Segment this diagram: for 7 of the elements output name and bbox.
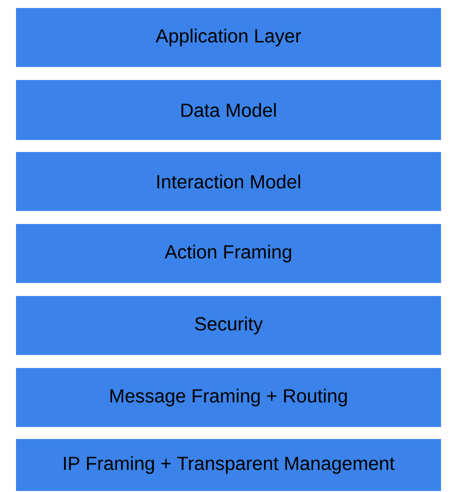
layer-box: Data Model: [16, 80, 441, 140]
layer-box: Application Layer: [16, 8, 441, 67]
layer-box: Action Framing: [16, 224, 441, 283]
layer-box: IP Framing + Transparent Management: [16, 439, 441, 491]
layer-box: Security: [16, 296, 441, 355]
layer-box: Interaction Model: [16, 152, 441, 211]
layer-box: Message Framing + Routing: [16, 368, 441, 427]
